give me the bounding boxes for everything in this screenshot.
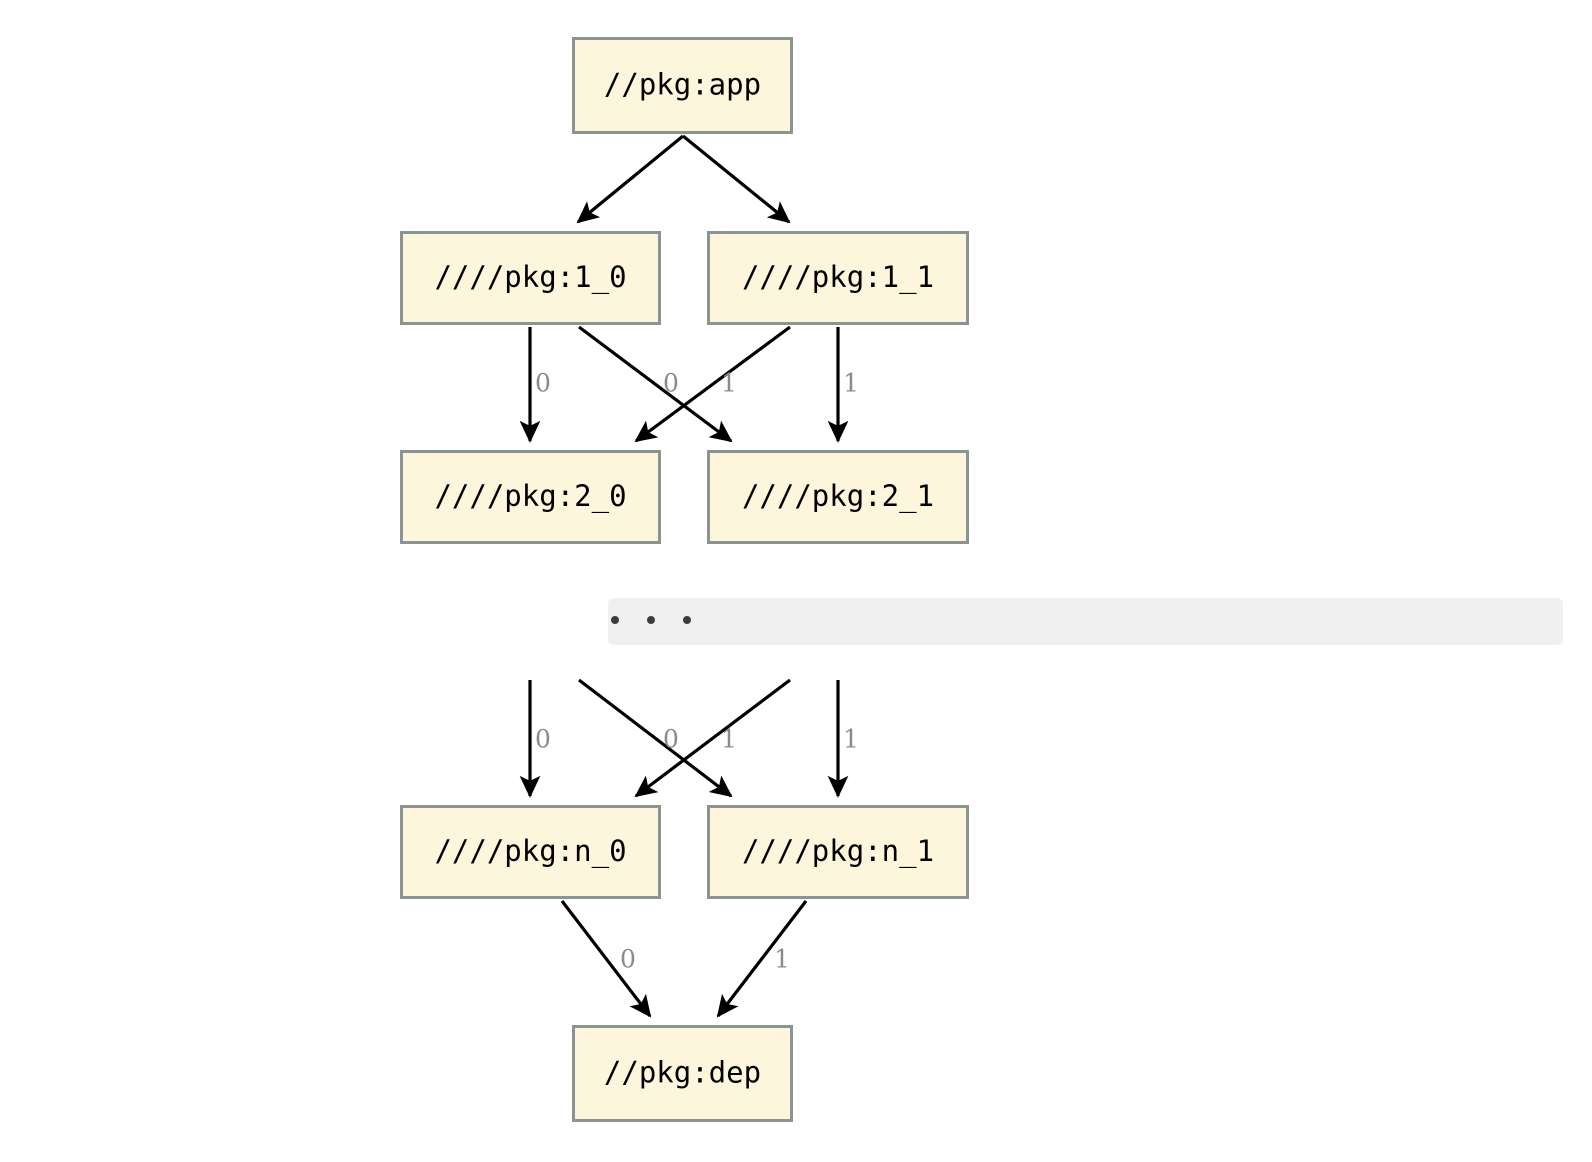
- graph-node-n2_0[interactable]: ////pkg:2_0: [400, 450, 661, 544]
- node-label: //pkg:dep: [604, 1056, 761, 1090]
- ellipsis-dot: [683, 616, 691, 624]
- graph-edge: [634, 325, 791, 443]
- node-box: [400, 805, 661, 899]
- edge-label: 0: [535, 725, 551, 754]
- edge-label: 0: [535, 369, 551, 398]
- ellipsis-band: [608, 598, 1563, 645]
- node-box: [572, 1025, 793, 1122]
- edge-label: 1: [843, 369, 859, 398]
- graph-edge: [560, 900, 652, 1018]
- graph-node-dep[interactable]: //pkg:dep: [572, 1025, 793, 1122]
- ellipsis-separator: [608, 598, 1563, 645]
- node-label: ////pkg:n_1: [742, 834, 934, 869]
- edges-layer: [519, 134, 849, 1018]
- node-box: [572, 37, 793, 134]
- graph-node-n1_0[interactable]: ////pkg:1_0: [400, 231, 661, 325]
- node-label: ////pkg:2_1: [742, 479, 934, 514]
- ellipsis-dot: [647, 616, 655, 624]
- graph-edge: [576, 134, 685, 224]
- node-label: ////pkg:n_0: [434, 834, 626, 869]
- edge-label: 1: [721, 369, 737, 398]
- graph-edge: [634, 678, 791, 798]
- node-label: ////pkg:2_0: [434, 479, 626, 514]
- graph-edge: [681, 134, 791, 224]
- edge-label: 1: [774, 945, 790, 974]
- edge-label: 0: [663, 369, 679, 398]
- node-label: ////pkg:1_0: [434, 260, 626, 295]
- node-label: ////pkg:1_1: [742, 260, 934, 295]
- graph-edge: [716, 900, 808, 1018]
- node-box: [707, 805, 969, 899]
- node-box: [707, 231, 969, 325]
- graph-edge: [578, 678, 733, 798]
- nodes-layer: //pkg:app ////pkg:1_0 ////pkg:1_1 ////pkg:2…: [400, 37, 969, 1122]
- edge-label: 0: [620, 945, 636, 974]
- node-label: //pkg:app: [604, 68, 761, 102]
- node-box: [400, 450, 661, 544]
- graph-node-n2_1[interactable]: ////pkg:2_1: [707, 450, 969, 544]
- graph-node-n1_1[interactable]: ////pkg:1_1: [707, 231, 969, 325]
- graph-node-app[interactable]: //pkg:app: [572, 37, 793, 134]
- graph-node-nn_0[interactable]: ////pkg:n_0: [400, 805, 661, 899]
- edge-label: 1: [843, 725, 859, 754]
- edge-labels-layer: 0 0 1 1 0 0 1 1 0 1: [535, 369, 859, 974]
- graph-edge: [578, 325, 733, 443]
- node-box: [400, 231, 661, 325]
- edge-label: 1: [721, 725, 737, 754]
- node-box: [707, 450, 969, 544]
- edge-label: 0: [663, 725, 679, 754]
- graph-node-nn_1[interactable]: ////pkg:n_1: [707, 805, 969, 899]
- ellipsis-dot: [611, 616, 619, 624]
